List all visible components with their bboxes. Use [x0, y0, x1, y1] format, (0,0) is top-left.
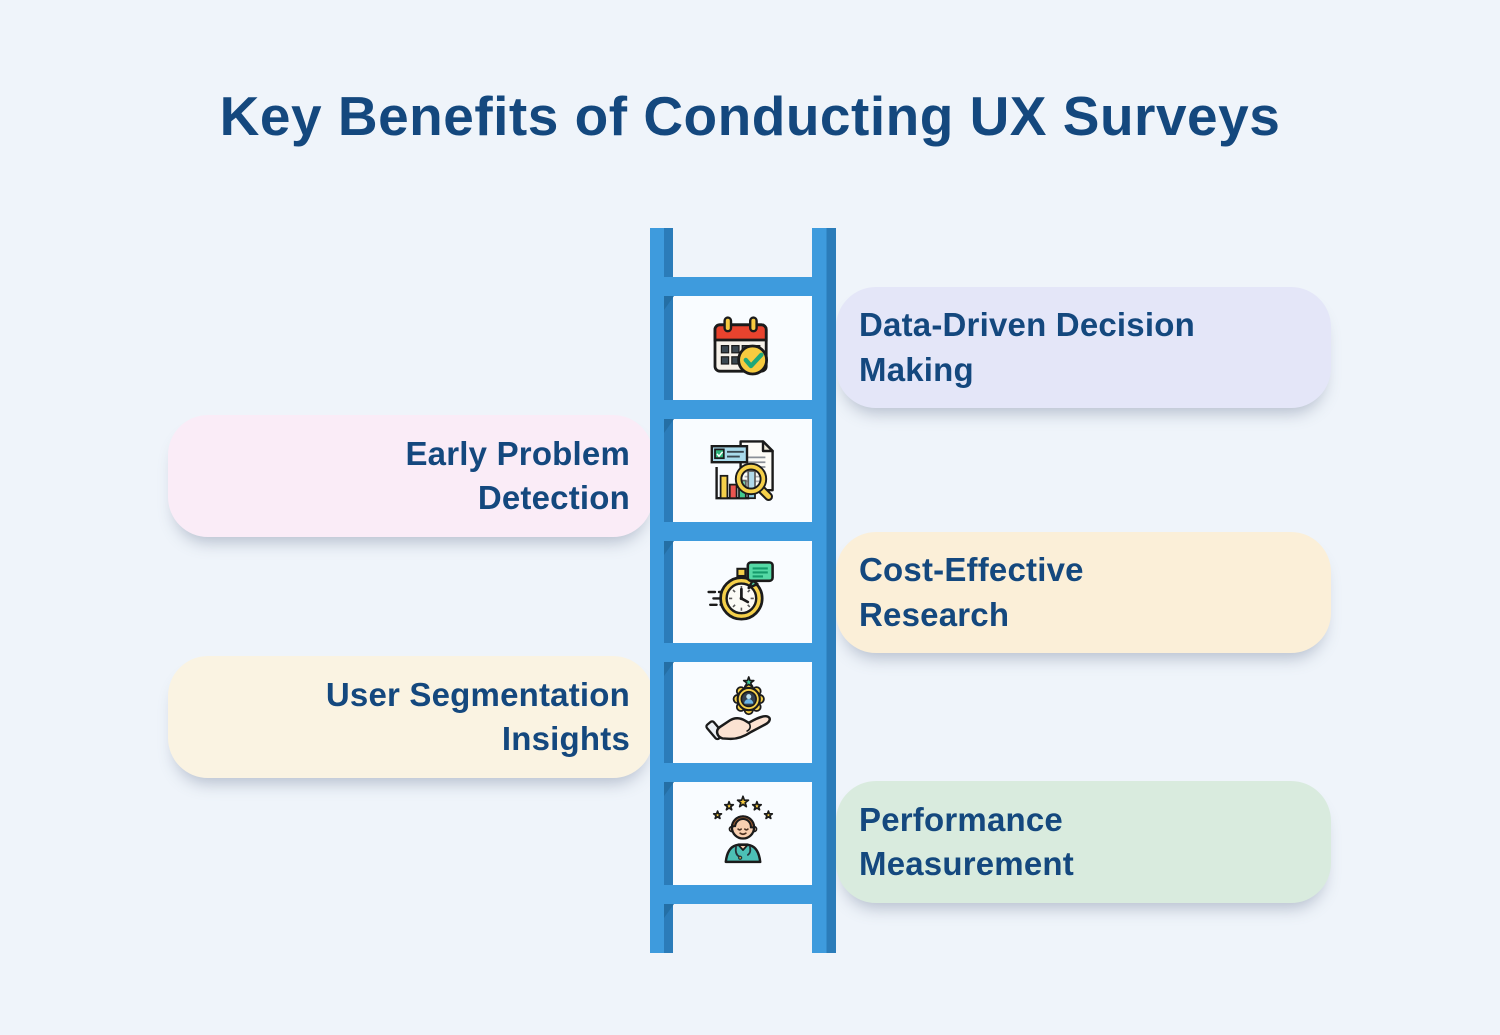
- benefit-label: Performance Measurement: [859, 800, 1074, 882]
- calendar-check-icon: [713, 316, 768, 376]
- benefit-card-user-segmentation: User Segmentation Insights: [168, 656, 653, 778]
- rung-shadow: [664, 296, 674, 310]
- hand-user-badge-icon: [704, 675, 771, 740]
- benefit-card-cost-effective: Cost-Effective Research: [836, 532, 1331, 653]
- benefit-label: User Segmentation Insights: [325, 675, 630, 757]
- icon-panel: [673, 782, 812, 885]
- ladder-rung: [664, 763, 836, 782]
- report-analysis-icon: [710, 439, 774, 501]
- icon-panel: [673, 419, 812, 522]
- ladder-rung: [664, 643, 836, 662]
- icon-panel: [673, 296, 812, 400]
- rated-person-icon: [712, 794, 773, 863]
- benefit-card-data-driven: Data-Driven Decision Making: [836, 287, 1331, 408]
- ladder-rung: [664, 277, 836, 296]
- ladder-rung: [664, 400, 836, 419]
- benefit-label: Early Problem Detection: [405, 434, 630, 516]
- fast-stopwatch-icon: [706, 561, 774, 621]
- rung-shadow: [664, 662, 674, 676]
- rung-shadow: [664, 904, 674, 918]
- rung-shadow: [664, 419, 674, 433]
- ladder-left-rail: [650, 228, 673, 953]
- ladder-rung: [664, 885, 836, 904]
- icon-panel: [673, 541, 812, 643]
- benefit-label: Data-Driven Decision Making: [859, 306, 1195, 388]
- ladder-rung: [664, 522, 836, 541]
- benefit-label: Cost-Effective Research: [859, 551, 1084, 633]
- benefit-card-performance: Performance Measurement: [836, 781, 1331, 903]
- ladder-graphic: [650, 228, 836, 953]
- icon-panel: [673, 662, 812, 763]
- rung-shadow: [664, 782, 674, 796]
- rung-shadow: [664, 541, 674, 555]
- page-title: Key Benefits of Conducting UX Surveys: [219, 85, 1281, 147]
- ladder-right-rail: [812, 228, 836, 953]
- benefit-card-early-problem: Early Problem Detection: [168, 415, 653, 537]
